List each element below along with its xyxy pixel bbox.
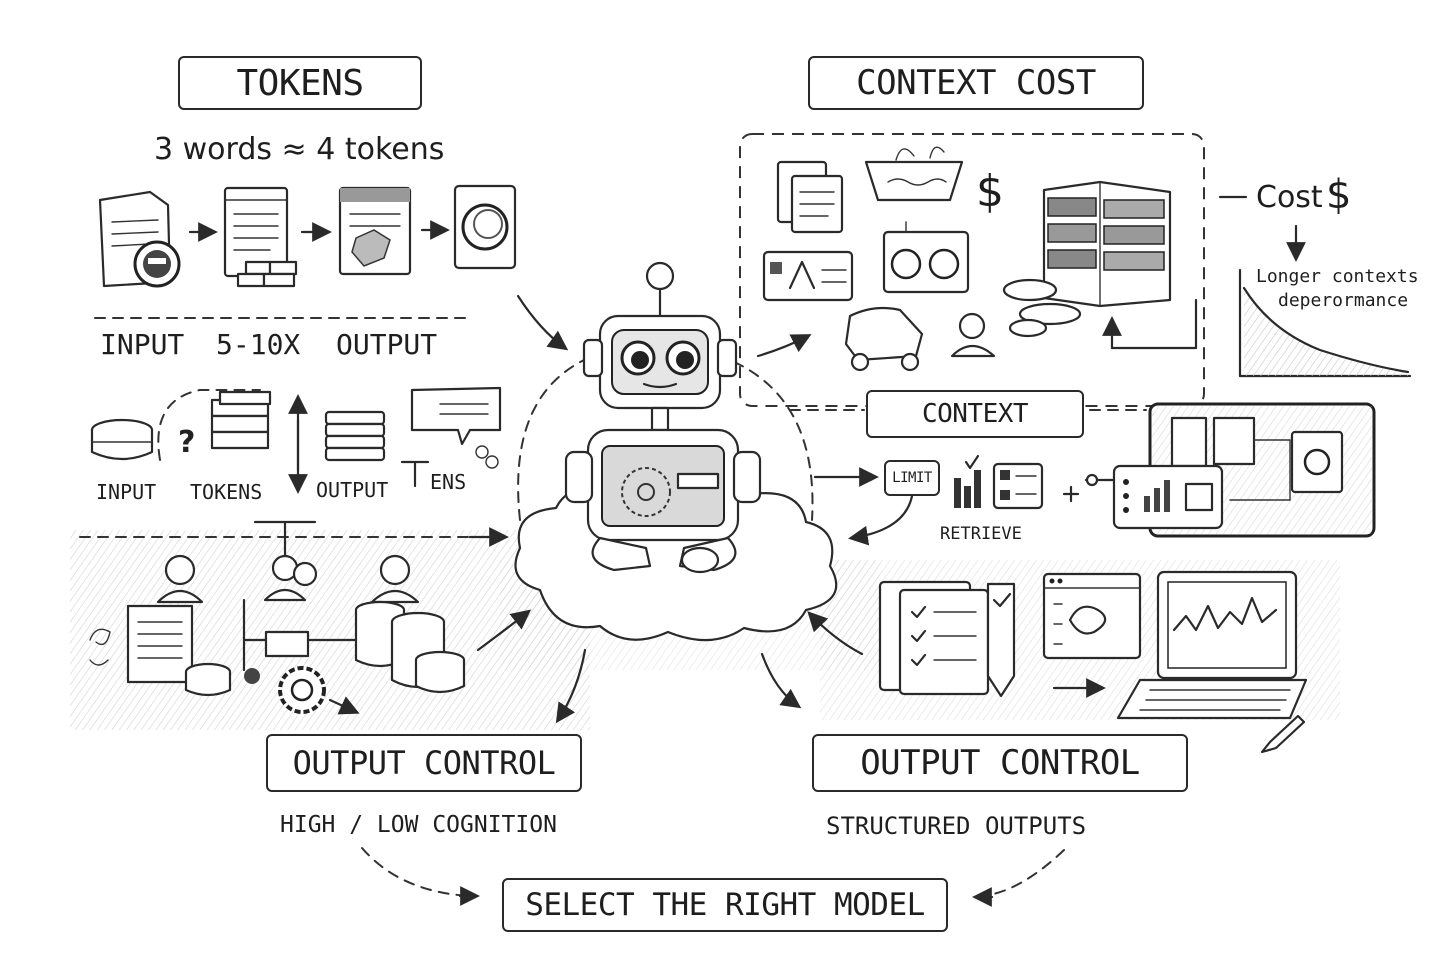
database-icon: [90, 418, 154, 461]
row2-tens-label: ENS: [430, 470, 467, 494]
output-control-right-title: OUTPUT CONTROL: [812, 734, 1188, 792]
stacked-server-icon: [210, 390, 272, 450]
row2-input-label: INPUT: [96, 480, 157, 504]
robot-model-illustration: [514, 261, 838, 642]
arrow-model-to-context-cost: [756, 334, 812, 358]
text-page-icon: [223, 186, 298, 288]
arrow-model-to-output-right: [760, 652, 802, 709]
retrieve-icons: [954, 454, 1116, 510]
checklist-clipboard-icon: [878, 580, 1016, 698]
browser-window-icon: [1042, 572, 1142, 660]
row2-tokens-label: TOKENS: [190, 480, 263, 504]
arrow-limit-back: [848, 494, 914, 546]
graph-caption-line-1: Longer contexts: [1256, 266, 1419, 287]
t-glyph-icon: [400, 460, 430, 488]
dash-to-final-left: [361, 847, 471, 897]
dash-to-final-right: [981, 849, 1065, 897]
output-control-left-title: OUTPUT CONTROL: [266, 734, 582, 792]
puzzle-page-icon: [338, 186, 412, 276]
output-label: OUTPUT: [336, 328, 438, 361]
output-control-left-subtitle: HIGH / LOW COGNITION: [280, 812, 557, 838]
context-cost-title: CONTEXT COST: [808, 56, 1144, 110]
laptop-chart-icon: [1116, 570, 1308, 754]
multiplier-label: 5-10X: [216, 328, 301, 361]
arrow-left-up-to-model: [476, 609, 532, 652]
context-cost-icons: [762, 146, 1198, 372]
tokens-ratio: 3 words ≈ 4 tokens: [154, 132, 445, 167]
output-stack-icon: [324, 410, 386, 462]
document-icon: [98, 190, 181, 288]
select-model-title: SELECT THE RIGHT MODEL: [502, 878, 948, 932]
performance-decay-graph: [1238, 268, 1412, 378]
retrieve-label: RETRIEVE: [940, 524, 1022, 544]
graph-caption-line-2: deperormance: [1278, 290, 1409, 311]
limit-box: LIMIT: [884, 460, 940, 496]
speech-bubble-icon: [410, 386, 502, 446]
circle-output-icon: [453, 184, 517, 270]
dashboard-board-icon: [1112, 402, 1376, 538]
arrow-model-to-output-left: [555, 648, 587, 724]
row2-output-label: OUTPUT: [316, 478, 389, 502]
context-title: CONTEXT: [866, 390, 1084, 438]
input-label: INPUT: [100, 328, 185, 361]
dollar-icon: $: [976, 166, 1004, 217]
arrow-structured-to-model: [807, 611, 864, 656]
output-control-right-subtitle: STRUCTURED OUTPUTS: [826, 812, 1087, 840]
question-mark-icon: ?: [178, 425, 195, 460]
cost-dollar-icon: $: [1326, 172, 1352, 218]
cost-label: Cost: [1256, 180, 1323, 215]
team-network-illustration: [89, 520, 466, 715]
arrow-tokens-to-model: [516, 294, 569, 351]
tokens-title: TOKENS: [178, 56, 422, 110]
